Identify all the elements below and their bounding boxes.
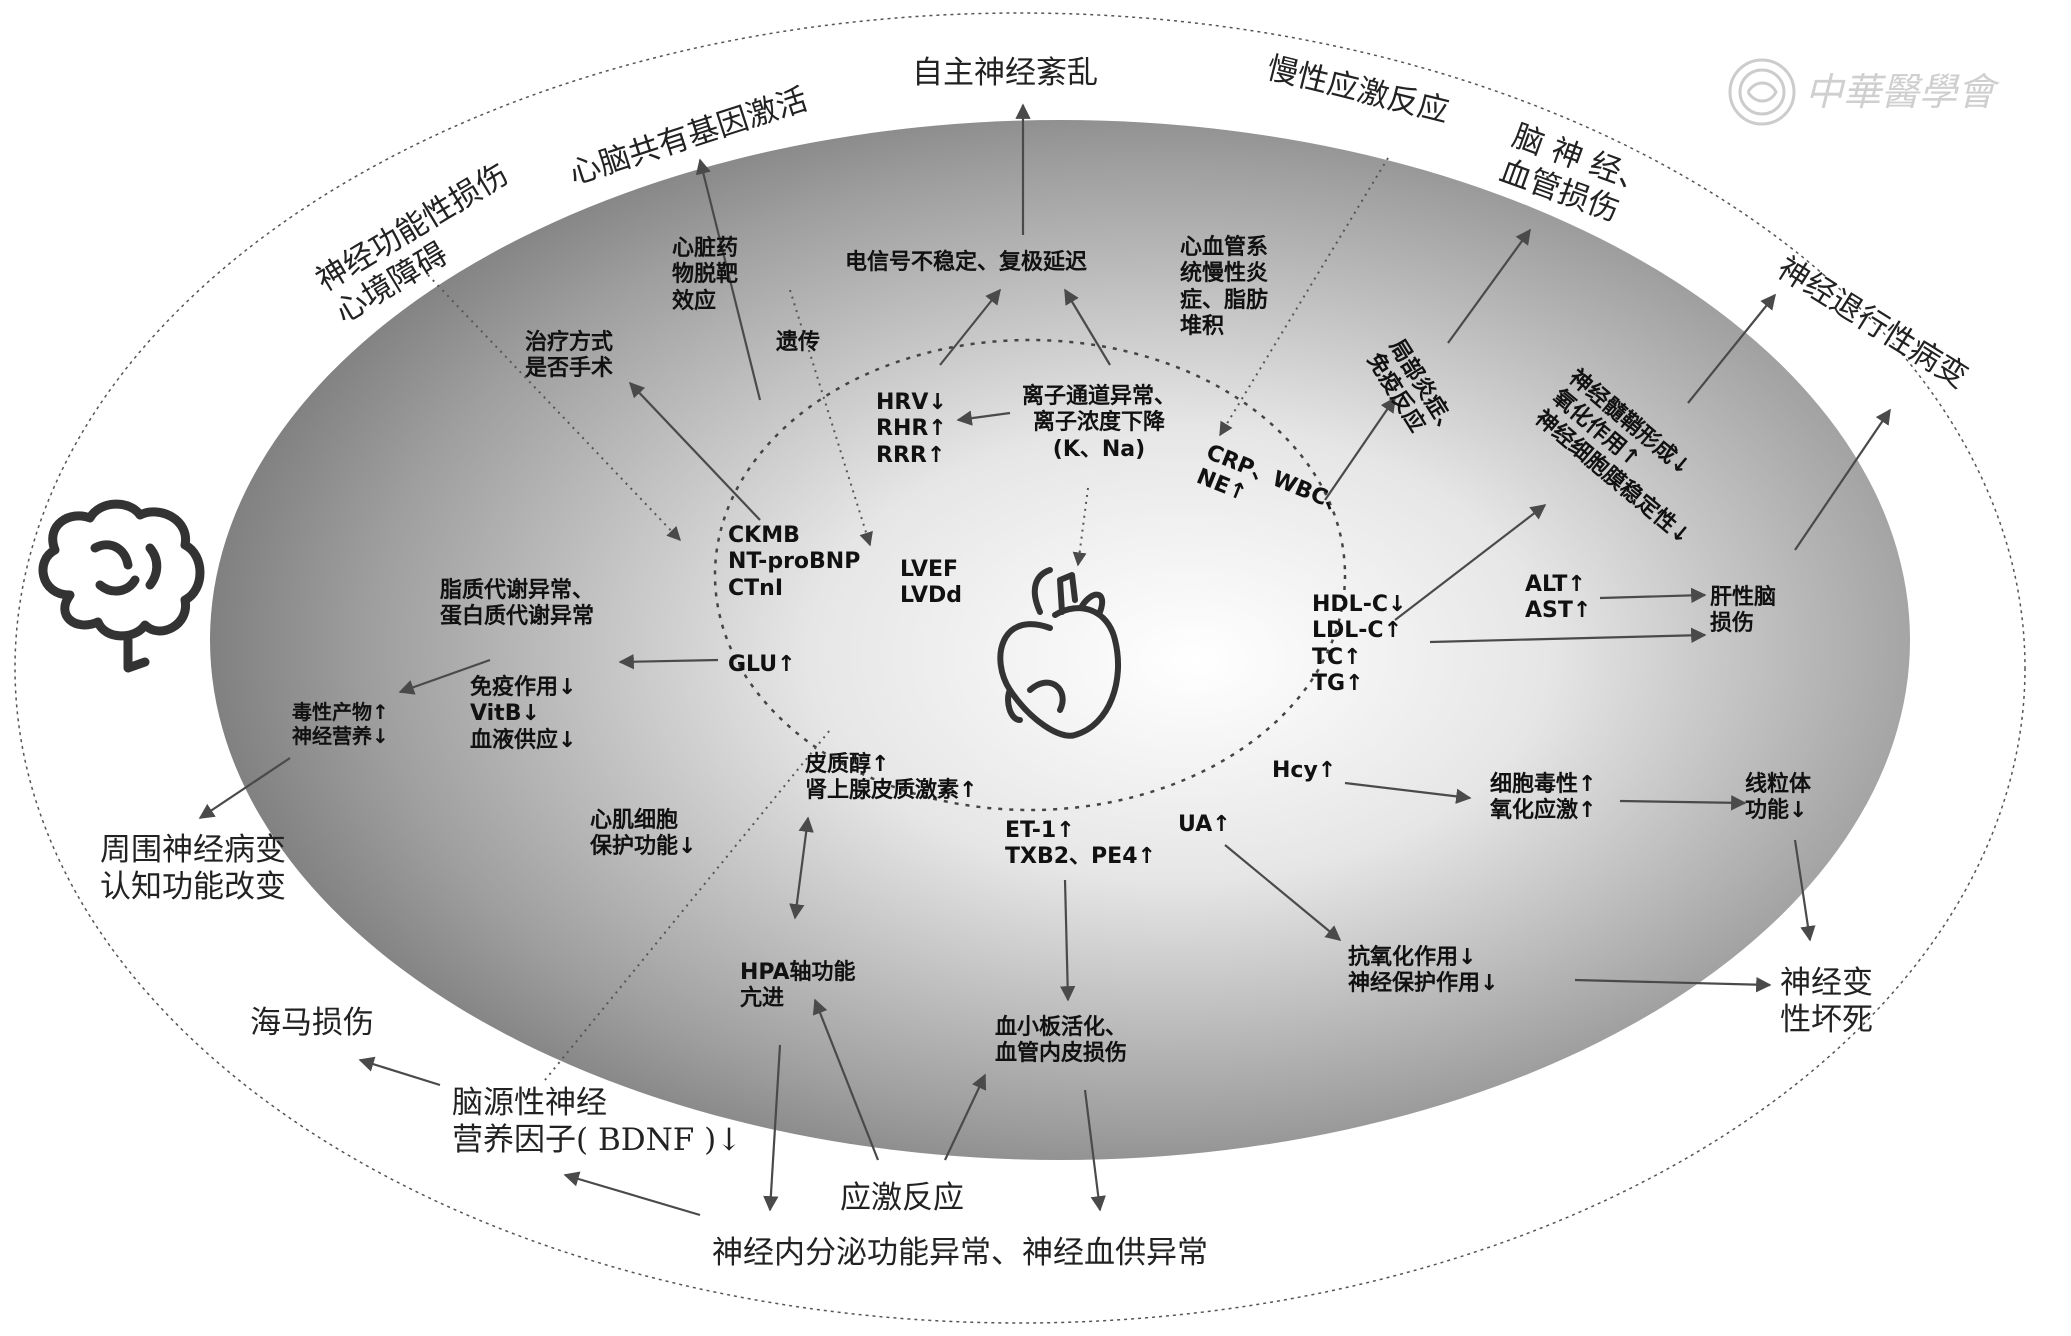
inner-dotted-ellipse [713,338,1347,812]
hpa-label: HPA轴功能 亢进 [740,960,856,1012]
arrow [198,757,291,819]
stress-response-label: 应激反应 [840,1180,964,1216]
arrow [944,1073,987,1161]
watermark-text: 中華醫學會 [1805,70,1996,114]
arrow [695,158,762,401]
brain-icon [38,499,205,673]
arrow [1394,504,1547,621]
cardiac-drug-label: 心脏药 物脱靶 效应 [672,236,739,314]
arrow [956,410,1011,426]
autonomic-disorder-label: 自主神经紊乱 [912,55,1098,91]
peripheral-neuropathy-label: 周围神经病变 认知功能改变 [100,832,286,906]
lipid-metabolism-label: 脂质代谢异常、 蛋白质代谢异常 [440,578,595,630]
glu-label: GLU↑ [728,652,796,677]
treatment-label: 治疗方式 是否手术 [525,330,614,382]
gray-gradient-ellipse [210,120,1910,1160]
myocyte-label: 心肌细胞 保护功能↓ [590,808,697,860]
neuronecrosis-label: 神经变 性坏死 [1780,965,1873,1039]
hrv-label: HRV↓ RHR↑ RRR↑ [876,390,947,468]
arrows [198,103,1891,1217]
arrow [1344,781,1472,804]
electrical-label: 电信号不稳定、复极延迟 [845,250,1088,275]
hcy-label: Hcy↑ [1272,758,1337,783]
arrow [1324,396,1396,501]
arrow [939,288,1001,366]
arrow [1447,228,1531,344]
hippocampus-injury-label: 海马损伤 [250,1005,374,1041]
arrow [618,654,719,670]
cv-inflammation-label: 心血管系 统慢性炎 症、脂肪 堆积 [1180,235,1269,340]
toxic-label: 毒性产物↑ 神经营养↓ [292,700,389,748]
platelet-label: 血小板活化、 血管内皮损伤 [995,1015,1128,1067]
dotted-links [427,157,1389,1081]
outer-dashed-ellipse [14,12,2026,1324]
lvef-label: LVEF LVDd [900,557,963,609]
dotted-arrow [427,274,681,542]
arrow [1619,795,1747,811]
alt-label: ALT↑ AST↑ [1525,572,1592,624]
antioxidant-label: 抗氧化作用↓ 神经保护作用↓ [1348,945,1499,997]
society-seal-logo [1728,58,1796,126]
dotted-arrow [1219,157,1389,437]
arrow [812,998,880,1161]
heredity-label: 遗传 [776,330,821,355]
arrow [398,658,491,695]
arrow [1574,976,1772,993]
dotted-line [544,729,831,1081]
arrow [1224,844,1342,941]
arrow [1083,1089,1106,1212]
arrow [1064,288,1111,366]
arrow [1429,627,1707,644]
hdl-label: HDL-C↓ LDL-C↑ TC↑ TG↑ [1312,592,1407,697]
arrow [563,1171,701,1217]
arrow [1687,293,1776,404]
dotted-arrow [1072,487,1089,567]
dotted-arrow [789,289,873,547]
heart-icon [997,567,1121,739]
immunity-label: 免疫作用↓ VitB↓ 血液供应↓ [470,675,577,753]
arrow [789,816,814,920]
ua-label: UA↑ [1178,812,1231,837]
et1-label: ET-1↑ TXB2、PE4↑ [1005,818,1156,870]
arrow [763,1044,782,1212]
ion-channel-label: 离子通道异常、 离子浓度下降 (K、Na) [1022,384,1177,462]
arrow [628,381,761,521]
arrow [1059,879,1076,1002]
cytotoxicity-label: 细胞毒性↑ 氧化应激↑ [1490,772,1597,824]
cortisol-label: 皮质醇↑ 肾上腺皮质激素↑ [805,752,978,804]
arrow [1599,587,1707,604]
mito-label: 线粒体 功能↓ [1745,772,1812,824]
arrow [1793,839,1816,942]
neuroendocrine-label: 神经内分泌功能异常、神经血供异常 [712,1235,1208,1271]
bdnf-label: 脑源性神经 营养因子( BDNF )↓ [452,1085,743,1159]
ckmb-label: CKMB NT-proBNP CTnI [728,523,861,601]
arrow [1794,408,1891,551]
arrow [358,1056,441,1087]
liver-brain-label: 肝性脑 损伤 [1710,585,1777,637]
